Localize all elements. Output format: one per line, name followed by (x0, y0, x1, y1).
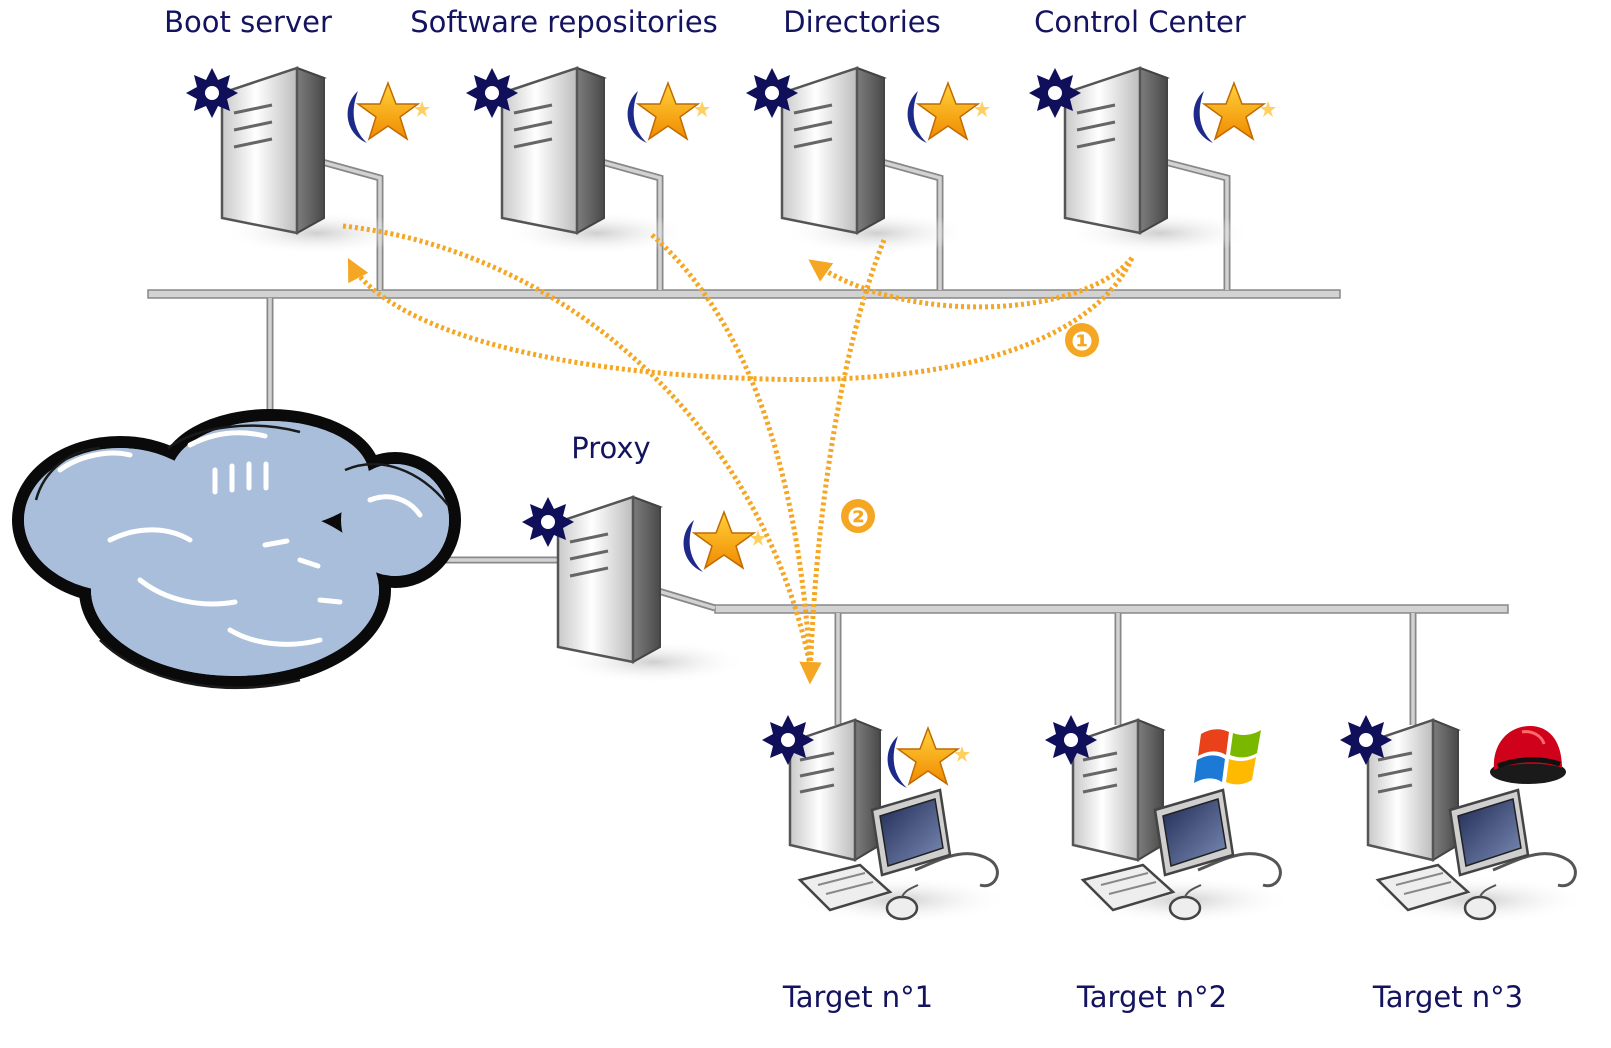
step2-badge: ❷ (841, 499, 875, 533)
flow-step1-to-boot-server (347, 256, 1135, 383)
mandriva-star-icon (346, 82, 431, 144)
redhat-logo-icon (1490, 726, 1566, 784)
mandriva-star-icon (1192, 82, 1277, 144)
flow-step1-to-directories (808, 256, 1134, 310)
lan-bus-bottom (714, 604, 1509, 614)
mandriva-star-icon (886, 727, 971, 789)
proxy-server[interactable] (522, 495, 767, 686)
flow-boot-server-to-target1 (342, 223, 813, 666)
mandriva-star-icon (906, 82, 991, 144)
target3-workstation[interactable] (1340, 715, 1590, 926)
software-repositories-server[interactable] (466, 66, 711, 257)
mandriva-star-icon (626, 82, 711, 144)
svg-text:❷: ❷ (847, 503, 869, 533)
windows-logo-icon (1194, 729, 1261, 785)
target1-label: Target n°1 (782, 980, 933, 1014)
svg-text:❶: ❶ (1071, 327, 1093, 357)
target2-label: Target n°2 (1076, 980, 1227, 1014)
directories-label: Directories (783, 5, 941, 39)
target3-label: Target n°3 (1372, 980, 1523, 1014)
boot-server[interactable] (186, 66, 431, 257)
directories-server[interactable] (746, 66, 991, 257)
flow-arrows (342, 223, 1135, 685)
lan-bus-top (147, 289, 1341, 299)
internet-cloud-icon (12, 409, 461, 690)
target2-workstation[interactable] (1045, 715, 1295, 926)
network-lines (147, 158, 1509, 725)
control-center-label: Control Center (1034, 5, 1246, 39)
proxy-label: Proxy (571, 431, 650, 465)
target1-workstation[interactable] (762, 715, 1012, 926)
control-center-server[interactable] (1029, 66, 1277, 257)
flow-directories-to-target1 (799, 239, 887, 685)
boot-server-label: Boot server (164, 5, 332, 39)
mandriva-star-icon (682, 511, 767, 573)
software-repositories-label: Software repositories (410, 5, 718, 39)
step1-badge: ❶ (1065, 323, 1099, 357)
flow-software-repositories-to-target1 (650, 233, 813, 666)
